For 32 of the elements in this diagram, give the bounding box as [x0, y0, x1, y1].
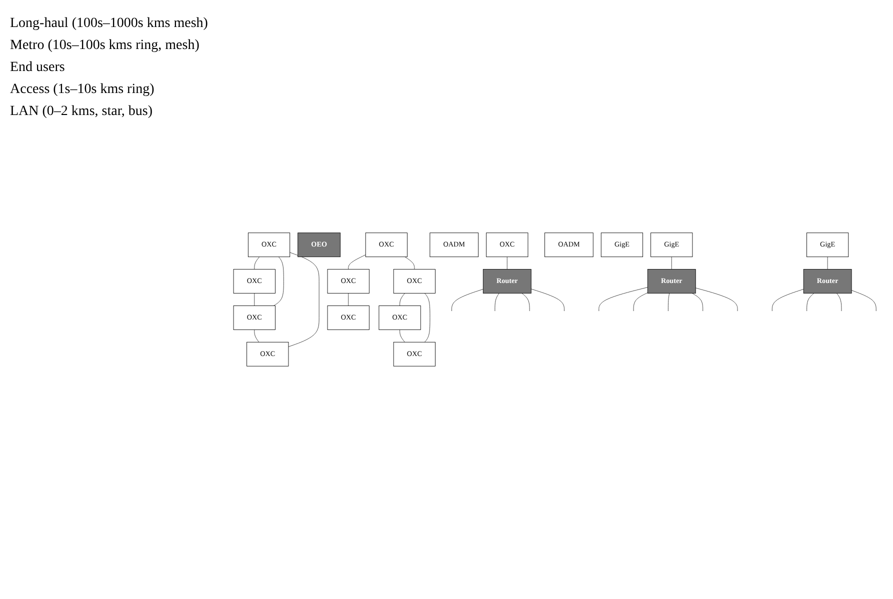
network-label: End users — [10, 60, 66, 76]
connector — [772, 288, 804, 312]
connector — [692, 293, 704, 312]
connector — [254, 256, 260, 270]
network-label: LAN (0–2 kms, star, bus) — [10, 104, 154, 120]
connector — [400, 293, 406, 306]
network-label: Access (1s–10s kms ring) — [10, 82, 156, 98]
connector — [668, 293, 670, 312]
connector — [671, 256, 672, 270]
connector — [424, 293, 430, 342]
connector — [827, 256, 828, 270]
connector — [695, 288, 738, 312]
connector — [494, 293, 500, 312]
connector — [273, 256, 284, 306]
connector — [348, 254, 366, 270]
connector — [836, 293, 842, 312]
connector — [633, 292, 648, 312]
connector — [530, 288, 564, 312]
connector — [806, 293, 814, 312]
connector — [400, 329, 406, 342]
connector — [288, 252, 320, 347]
connector — [851, 290, 876, 312]
connector — [598, 287, 648, 312]
connector — [452, 288, 484, 312]
network-label: Long-haul (100s–1000s kms mesh) — [10, 16, 209, 32]
network-label: Metro (10s–100s kms ring, mesh) — [10, 38, 200, 54]
connector — [348, 293, 349, 306]
connector — [254, 293, 255, 306]
connector — [254, 329, 260, 342]
connector — [404, 256, 415, 270]
connector — [506, 256, 508, 270]
connector — [522, 293, 530, 312]
